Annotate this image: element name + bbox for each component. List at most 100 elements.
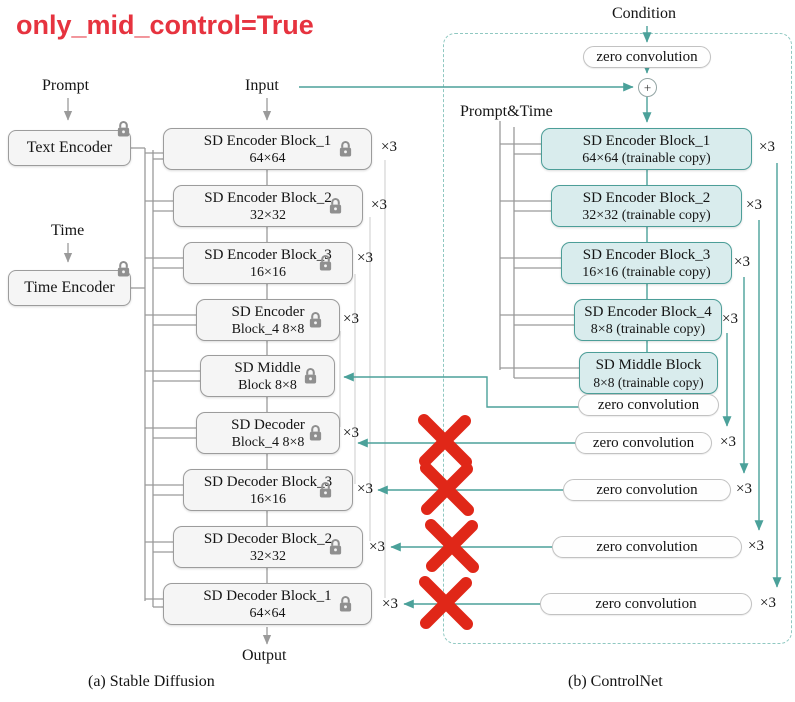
block-dims: Block_4 8×8	[231, 434, 305, 450]
x3-label: ×3	[343, 425, 359, 441]
lock-icon	[339, 596, 352, 612]
text-encoder-block: Text Encoder	[8, 130, 131, 166]
zero-conv-label: zero convolution	[592, 434, 695, 451]
lock-icon	[117, 121, 130, 137]
lock-icon	[309, 425, 322, 441]
x3-label: ×3	[748, 538, 764, 554]
block-dims: 16×16 (trainable copy)	[582, 264, 711, 280]
x3-label: ×3	[343, 311, 359, 327]
zero-conv-label: zero convolution	[595, 595, 697, 612]
x3-label: ×3	[357, 250, 373, 266]
lock-icon	[339, 141, 352, 157]
time-label: Time	[51, 222, 85, 239]
zero-conv-label: zero convolution	[596, 481, 698, 498]
skip-connection-lines	[339, 160, 386, 598]
time-encoder-label: Time Encoder	[24, 279, 115, 296]
lock-icon	[117, 261, 130, 277]
x3-label: ×3	[382, 596, 398, 612]
cn-encoder-block-2: SD Encoder Block_2 32×32 (trainable copy…	[551, 185, 742, 227]
block-dims: Block 8×8	[238, 377, 297, 393]
zero-conv-label: zero convolution	[596, 538, 698, 555]
zero-conv-dec4: zero convolution	[575, 432, 712, 454]
block-dims: 32×32	[250, 207, 286, 223]
block-title: SD Decoder Block_1	[203, 587, 332, 604]
caption-stable-diffusion: (a) Stable Diffusion	[88, 673, 215, 690]
cn-middle-block: SD Middle Block 8×8 (trainable copy)	[579, 352, 718, 394]
block-dims: 16×16	[250, 264, 286, 280]
x3-label: ×3	[369, 539, 385, 555]
prompt-time-label: Prompt&Time	[460, 103, 553, 120]
sum-node: +	[638, 78, 657, 97]
sd-encoder-block-1: SD Encoder Block_1 64×64	[163, 128, 372, 170]
sd-decoder-block-1: SD Decoder Block_1 64×64	[163, 583, 372, 625]
cross-icon	[421, 463, 473, 515]
lock-icon	[319, 255, 332, 271]
x3-label: ×3	[759, 139, 775, 155]
zero-conv-middle: zero convolution	[578, 394, 719, 416]
block-title: SD Encoder Block_3	[204, 246, 332, 263]
block-title: SD Encoder Block_3	[582, 246, 711, 263]
zero-conv-label: zero convolution	[596, 48, 698, 65]
block-title: SD Encoder Block_4	[584, 303, 712, 320]
block-dims: Block_4 8×8	[231, 321, 305, 337]
x3-label: ×3	[746, 197, 762, 213]
x3-label: ×3	[357, 481, 373, 497]
gray-connectors	[63, 98, 579, 645]
red-cross-marks	[418, 414, 479, 630]
block-title: SD Middle Block	[595, 356, 702, 373]
block-title: SD Encoder	[231, 303, 305, 320]
prompt-label: Prompt	[42, 77, 90, 94]
sd-encoder-block-2: SD Encoder Block_2 32×32	[173, 185, 363, 227]
block-title: SD Decoder	[231, 416, 305, 433]
plus-icon: +	[643, 79, 652, 95]
text-encoder-label: Text Encoder	[26, 139, 113, 156]
controlnet-dashed-box	[443, 33, 792, 644]
lock-icon	[309, 312, 322, 328]
block-dims: 64×64	[249, 150, 286, 166]
x3-label: ×3	[371, 197, 387, 213]
block-dims: 8×8 (trainable copy)	[593, 374, 704, 390]
x3-label: ×3	[734, 254, 750, 270]
x3-label: ×3	[760, 595, 776, 611]
block-title: SD Encoder Block_1	[582, 132, 711, 149]
x3-label: ×3	[722, 311, 738, 327]
block-title: SD Encoder Block_1	[203, 132, 332, 149]
cross-icon	[420, 577, 472, 629]
block-title: SD Decoder Block_3	[203, 473, 333, 490]
x3-label: ×3	[720, 434, 736, 450]
zero-conv-label: zero convolution	[597, 396, 700, 413]
lock-icon	[319, 482, 332, 498]
x3-label: ×3	[381, 139, 397, 155]
condition-label: Condition	[612, 5, 677, 22]
block-title: SD Encoder Block_2	[582, 189, 711, 206]
lock-icon	[329, 198, 342, 214]
sd-decoder-block-3: SD Decoder Block_3 16×16	[183, 469, 353, 511]
zero-conv-dec3: zero convolution	[563, 479, 731, 501]
block-dims: 32×32 (trainable copy)	[582, 207, 711, 223]
teal-flow-arrows	[299, 26, 782, 609]
cn-encoder-block-1: SD Encoder Block_1 64×64 (trainable copy…	[541, 128, 752, 170]
sd-encoder-block-4: SD Encoder Block_4 8×8	[196, 299, 340, 341]
time-encoder-block: Time Encoder	[8, 270, 131, 306]
output-label: Output	[242, 647, 287, 664]
zero-conv-condition: zero convolution	[583, 46, 711, 68]
zero-conv-dec1: zero convolution	[540, 593, 752, 615]
lock-icon	[304, 368, 317, 384]
cross-icon	[426, 520, 478, 572]
block-title: SD Middle	[234, 359, 301, 376]
caption-controlnet: (b) ControlNet	[568, 673, 663, 690]
cn-encoder-block-3: SD Encoder Block_3 16×16 (trainable copy…	[561, 242, 732, 284]
block-dims: 8×8 (trainable copy)	[590, 321, 706, 337]
sd-encoder-block-3: SD Encoder Block_3 16×16	[183, 242, 353, 284]
cn-encoder-block-4: SD Encoder Block_4 8×8 (trainable copy)	[574, 299, 722, 341]
block-dims: 64×64	[249, 605, 286, 621]
input-label: Input	[245, 77, 279, 94]
page-title: only_mid_control=True	[16, 10, 314, 40]
lock-icon	[329, 539, 342, 555]
block-dims: 32×32	[250, 548, 286, 564]
sd-decoder-block-2: SD Decoder Block_2 32×32	[173, 526, 363, 568]
cross-icon	[419, 415, 471, 467]
block-title: SD Encoder Block_2	[204, 189, 332, 206]
